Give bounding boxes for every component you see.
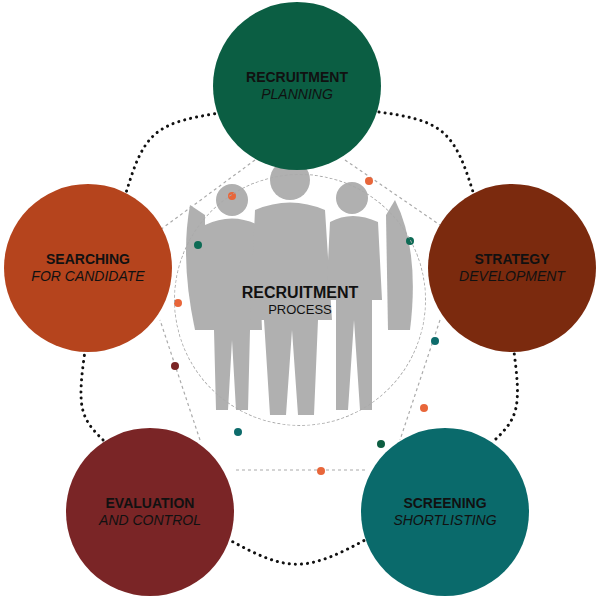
- person-body: [386, 200, 413, 330]
- stage-subtitle: PLANNING: [261, 86, 333, 103]
- person-body: [326, 216, 382, 410]
- dot: [420, 404, 428, 412]
- guide-lines: [160, 160, 440, 470]
- stage-circle: EVALUATIONAND CONTROL: [66, 428, 234, 596]
- dot: [228, 192, 236, 200]
- stage-title: RECRUITMENT: [242, 283, 358, 302]
- guide-line: [235, 469, 365, 470]
- dot: [377, 440, 385, 448]
- stage-subtitle: AND CONTROL: [99, 512, 201, 529]
- stage-subtitle: PROCESS: [268, 302, 332, 318]
- stage-title: SCREENING: [403, 495, 486, 512]
- stage-title: EVALUATION: [106, 495, 195, 512]
- dot: [174, 299, 182, 307]
- stage-subtitle: DEVELOPMENT: [459, 268, 565, 285]
- dotted-ring-arc: [379, 112, 473, 191]
- guide-line: [160, 320, 200, 440]
- dot: [234, 428, 242, 436]
- person-body: [186, 205, 205, 330]
- person-head: [216, 184, 248, 216]
- stage-subtitle: SHORTLISTING: [393, 512, 496, 529]
- stage-circle: STRATEGYDEVELOPMENT: [428, 184, 596, 352]
- stage-circle: SCREENINGSHORTLISTING: [361, 428, 529, 596]
- dot: [431, 337, 439, 345]
- dots: [171, 177, 439, 475]
- stage-subtitle: FOR CANDIDATE: [31, 268, 144, 285]
- dot: [406, 237, 414, 245]
- dotted-ring-arc: [231, 541, 364, 565]
- dotted-ring-arc: [81, 354, 103, 440]
- dotted-ring-arc: [127, 114, 216, 191]
- stage-title: SEARCHING: [46, 251, 130, 268]
- dotted-ring-arc: [494, 354, 518, 441]
- dot: [365, 177, 373, 185]
- dot: [194, 241, 202, 249]
- person-body: [250, 203, 332, 416]
- silhouettes: [186, 160, 413, 415]
- center-circle: RECRUITMENTPROCESS: [174, 174, 426, 426]
- stage-title: STRATEGY: [474, 251, 549, 268]
- guide-line: [400, 320, 440, 440]
- stage-circle: SEARCHINGFOR CANDIDATE: [4, 184, 172, 352]
- dot: [317, 467, 325, 475]
- person-head: [336, 182, 368, 214]
- dot: [171, 362, 179, 370]
- stage-circle: RECRUITMENTPLANNING: [213, 2, 381, 170]
- stage-title: RECRUITMENT: [246, 69, 348, 86]
